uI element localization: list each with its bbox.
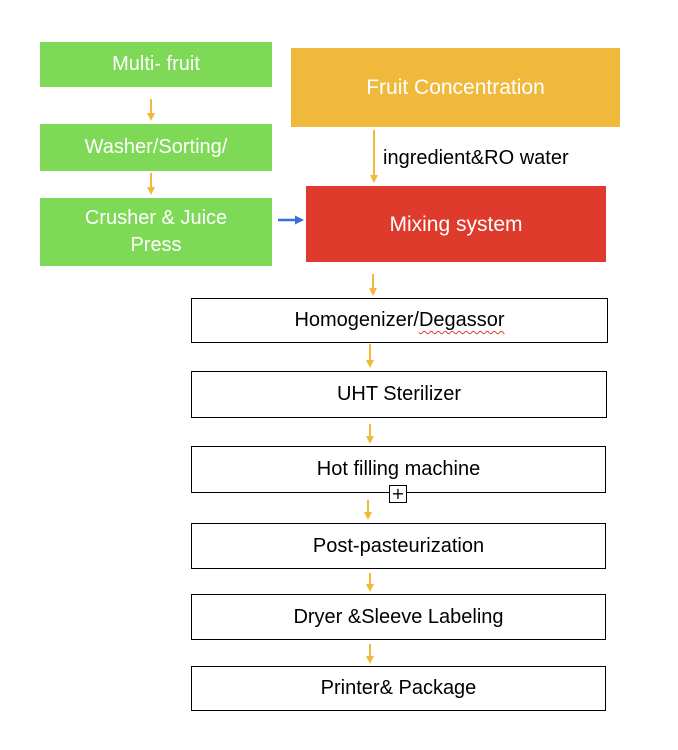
node-dryer-sleeve-labeling-label: Dryer &Sleeve Labeling (293, 605, 504, 628)
node-printer-package[interactable]: Printer& Package (191, 666, 606, 711)
node-uht-sterilizer[interactable]: UHT Sterilizer (191, 371, 607, 418)
node-uht-sterilizer-label: UHT Sterilizer (336, 383, 462, 405)
node-post-pasteurization[interactable]: Post-pasteurization (191, 523, 606, 569)
node-crusher-label-line2: Press (130, 234, 182, 256)
edge-label-ingredient-ro-water: ingredient&RO water (383, 147, 569, 169)
node-multi-fruit[interactable]: Multi- fruit (40, 42, 272, 87)
node-crusher-juice-press[interactable]: Crusher & Juice Press (40, 198, 272, 266)
node-dryer-sleeve-labeling[interactable]: Dryer &Sleeve Labeling (191, 594, 606, 640)
node-crusher-label-line1: Crusher & Juice (84, 207, 228, 229)
node-fruit-concentration-label: Fruit Concentration (366, 76, 545, 99)
node-multi-fruit-label: Multi- fruit (112, 53, 200, 75)
node-washer-sorting[interactable]: Washer/Sorting/ (40, 124, 272, 171)
node-mixing-system[interactable]: Mixing system (306, 186, 606, 262)
node-washer-sorting-label: Washer/Sorting/ (84, 136, 228, 158)
homogenizer-text: Homogenizer/ (294, 309, 419, 331)
node-mixing-system-label: Mixing system (389, 212, 523, 236)
plus-icon[interactable]: + (389, 485, 407, 503)
node-post-pasteurization-label: Post-pasteurization (312, 534, 485, 557)
node-hot-filling-machine-label: Hot filling machine (316, 458, 481, 480)
node-homogenizer-label: Homogenizer/Degassor (294, 307, 504, 334)
degassor-text: Degassor (418, 309, 505, 331)
node-fruit-concentration[interactable]: Fruit Concentration (291, 48, 620, 127)
node-printer-package-label: Printer& Package (320, 677, 477, 699)
node-homogenizer-degassor[interactable]: Homogenizer/Degassor (191, 298, 608, 343)
